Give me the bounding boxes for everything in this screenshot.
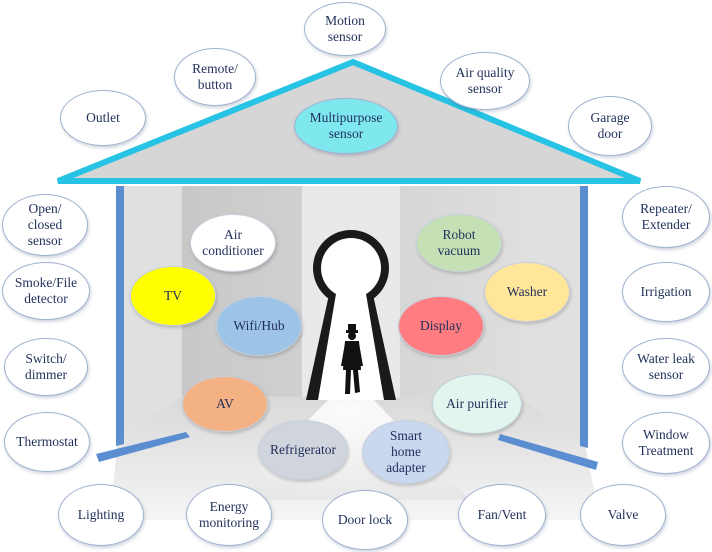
window-treatment-node: Window Treatment — [622, 412, 710, 474]
multipurpose-sensor-node: Multipurpose sensor — [294, 98, 398, 154]
valve-node: Valve — [580, 484, 666, 546]
tv-node: TV — [130, 266, 216, 326]
display-node: Display — [398, 296, 484, 356]
thermostat-node: Thermostat — [4, 412, 90, 472]
lighting-node: Lighting — [58, 484, 144, 546]
smart-home-adapter-node: Smart home adapter — [362, 420, 450, 484]
open-closed-sensor-node: Open/ closed sensor — [2, 194, 88, 256]
keyhole-door — [306, 230, 396, 400]
air-conditioner-node: Air conditioner — [190, 214, 276, 272]
wifi-hub-node: Wifi/Hub — [216, 296, 302, 356]
energy-monitoring-node: Energy monitoring — [186, 484, 272, 546]
left-base-stroke — [96, 432, 190, 462]
water-leak-sensor-node: Water leak sensor — [622, 338, 710, 396]
refrigerator-node: Refrigerator — [258, 420, 348, 480]
walking-man-figure — [341, 324, 363, 394]
outlet-node: Outlet — [60, 90, 146, 146]
irrigation-node: Irrigation — [622, 262, 710, 322]
garage-door-node: Garage door — [568, 96, 652, 156]
right-wall-post — [580, 186, 588, 448]
motion-sensor-node: Motion sensor — [304, 2, 386, 56]
repeater-extender-node: Repeater/ Extender — [622, 186, 710, 248]
switch-dimmer-node: Switch/ dimmer — [4, 338, 88, 396]
door-lock-node: Door lock — [322, 490, 408, 550]
smoke-file-detector-node: Smoke/File detector — [2, 262, 90, 320]
right-base-stroke — [498, 434, 598, 470]
remote-button-node: Remote/ button — [174, 48, 256, 106]
air-quality-sensor-node: Air quality sensor — [440, 52, 530, 110]
left-wall-post — [116, 186, 124, 446]
washer-node: Washer — [484, 262, 570, 322]
fan-vent-node: Fan/Vent — [458, 484, 546, 546]
av-node: AV — [182, 376, 268, 432]
air-purifier-node: Air purifier — [432, 374, 522, 434]
robot-vacuum-node: Robot vacuum — [416, 214, 502, 272]
